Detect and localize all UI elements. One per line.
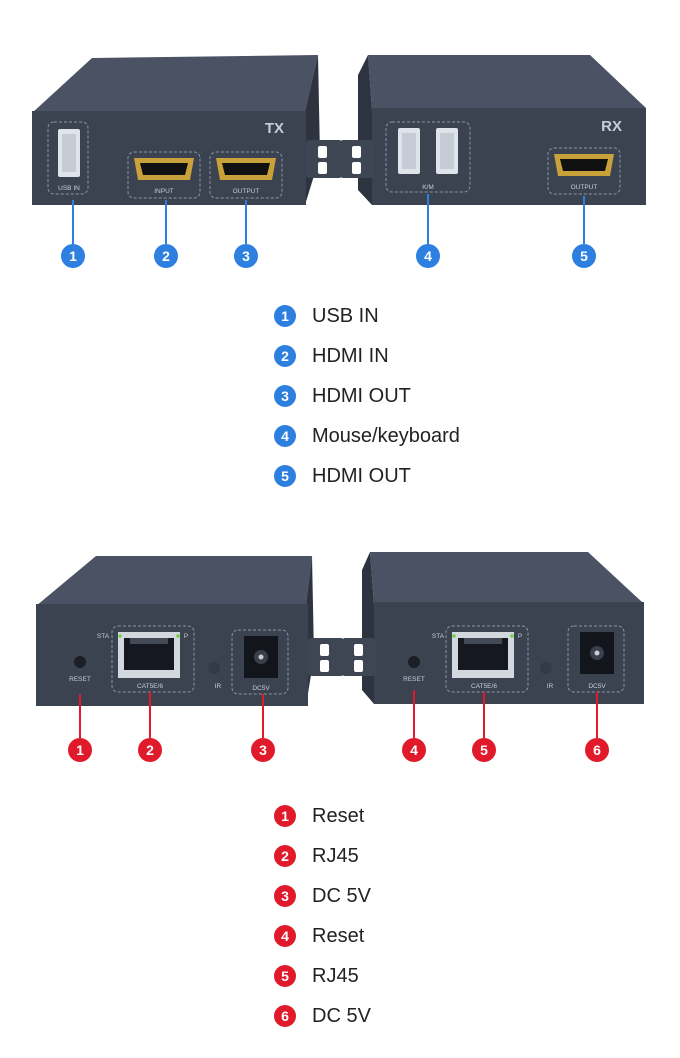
legend-item: 2 RJ45 (274, 836, 371, 876)
legend-item: 5 HDMI OUT (274, 456, 460, 496)
rx-mark: RX (601, 118, 622, 135)
legend-label: HDMI OUT (312, 384, 411, 407)
svg-text:2: 2 (162, 248, 170, 264)
ir-label-2: IR (547, 683, 554, 690)
p-label-2: P (518, 633, 522, 640)
svg-text:4: 4 (424, 248, 432, 264)
tx-mark: TX (265, 120, 284, 137)
cat-label-2: CAT5E/6 (471, 683, 497, 690)
legend-item: 3 HDMI OUT (274, 376, 460, 416)
rx-output-port-label: OUTPUT (571, 184, 598, 191)
legend-item: 1 Reset (274, 796, 371, 836)
legend-label: Reset (312, 804, 365, 827)
legend-number: 1 (274, 805, 296, 827)
legend-item: 6 DC 5V (274, 996, 371, 1036)
top-callouts: 1 2 3 4 5 (61, 244, 596, 268)
legend-label: Reset (312, 924, 365, 947)
km-port-label: K/M (422, 184, 434, 191)
reset-label: RESET (69, 676, 91, 683)
bottom-callout-1: 1 (68, 738, 92, 762)
bottom-callout-3: 3 (251, 738, 275, 762)
svg-text:1: 1 (76, 742, 84, 758)
dc-label-2: DC5V (588, 683, 606, 690)
svg-text:3: 3 (242, 248, 250, 264)
top-callout-3: 3 (234, 244, 258, 268)
bottom-callout-5: 5 (472, 738, 496, 762)
top-callout-1: 1 (61, 244, 85, 268)
legend-number: 3 (274, 885, 296, 907)
legend-label: HDMI OUT (312, 464, 411, 487)
top-callout-5: 5 (572, 244, 596, 268)
sta-label: STA (97, 633, 110, 640)
sta-label-2: STA (432, 633, 445, 640)
legend-label: DC 5V (312, 1004, 371, 1027)
svg-text:2: 2 (146, 742, 154, 758)
svg-text:3: 3 (259, 742, 267, 758)
legend-number: 5 (274, 465, 296, 487)
legend-number: 4 (274, 925, 296, 947)
legend-number: 6 (274, 1005, 296, 1027)
legend-label: Mouse/keyboard (312, 424, 460, 447)
legend-number: 1 (274, 305, 296, 327)
bottom-right-unit: RESET STA P CAT5E/6 IR DC5V (342, 552, 644, 704)
input-port-label: INPUT (154, 188, 174, 195)
bottom-callout-2: 2 (138, 738, 162, 762)
rx-unit: K/M OUTPUT RX (340, 55, 646, 205)
usb-in-port-label: USB IN (58, 185, 80, 192)
tx-unit: USB IN INPUT OUTPUT TX (32, 55, 342, 205)
legend-label: RJ45 (312, 844, 359, 867)
legend-label: DC 5V (312, 884, 371, 907)
bottom-callout-6: 6 (585, 738, 609, 762)
dc-label: DC5V (252, 685, 270, 692)
bottom-callouts: 1 2 3 4 5 6 (68, 738, 609, 762)
top-callout-4: 4 (416, 244, 440, 268)
legend-item: 4 Reset (274, 916, 371, 956)
legend-label: RJ45 (312, 964, 359, 987)
legend-number: 3 (274, 385, 296, 407)
svg-text:5: 5 (580, 248, 588, 264)
legend-item: 2 HDMI IN (274, 336, 460, 376)
top-callout-2: 2 (154, 244, 178, 268)
legend-item: 1 USB IN (274, 296, 460, 336)
ir-label: IR (215, 683, 222, 690)
reset-label-2: RESET (403, 676, 425, 683)
legend-item: 3 DC 5V (274, 876, 371, 916)
legend-number: 4 (274, 425, 296, 447)
cat-label: CAT5E/6 (137, 683, 163, 690)
legend-label: HDMI IN (312, 344, 389, 367)
svg-text:1: 1 (69, 248, 77, 264)
bottom-leader-lines (79, 690, 598, 738)
p-label: P (184, 633, 188, 640)
legend-item: 5 RJ45 (274, 956, 371, 996)
legend-number: 2 (274, 345, 296, 367)
legend-label: USB IN (312, 304, 379, 327)
svg-text:5: 5 (480, 742, 488, 758)
bottom-callout-4: 4 (402, 738, 426, 762)
bottom-left-unit: RESET STA P CAT5E/6 IR DC5V (36, 556, 344, 706)
legend-number: 5 (274, 965, 296, 987)
svg-text:6: 6 (593, 742, 601, 758)
top-leader-lines (72, 194, 585, 244)
legend-item: 4 Mouse/keyboard (274, 416, 460, 456)
svg-text:4: 4 (410, 742, 418, 758)
legend-number: 2 (274, 845, 296, 867)
output-port-label: OUTPUT (233, 188, 260, 195)
